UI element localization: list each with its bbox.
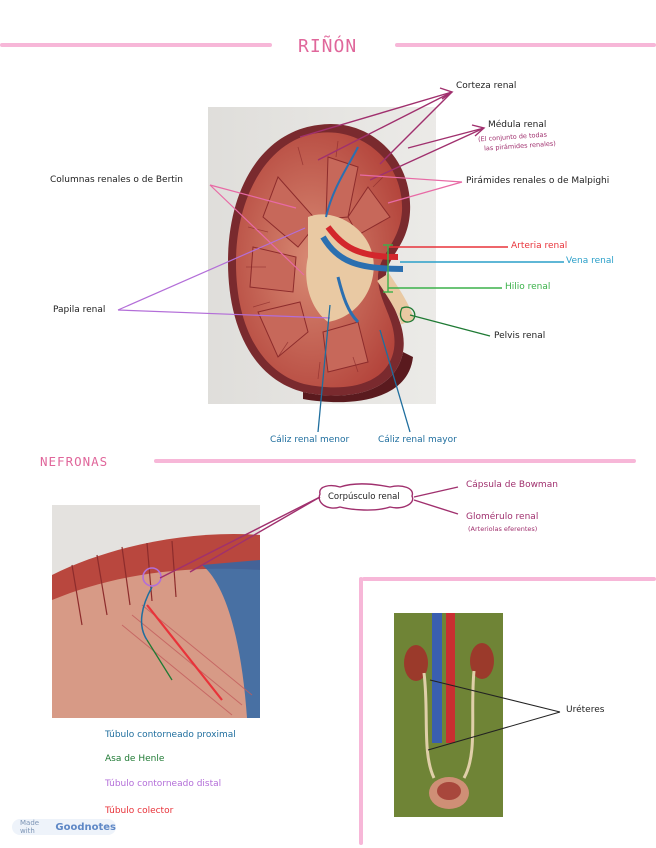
rinon-rule-left <box>0 43 272 47</box>
label-glomerulo-note: (Arteriolas eferentes) <box>468 525 538 533</box>
label-glomerulo-renal: Glomérulo renal <box>466 512 539 522</box>
rinon-rule-right <box>395 43 656 47</box>
kidney-model-photo <box>208 107 436 404</box>
page-title: RIÑÓN <box>298 36 358 57</box>
label-arteria-renal: Arteria renal <box>511 241 568 251</box>
label-vena-renal: Vena renal <box>566 256 614 266</box>
label-pelvis-renal: Pelvis renal <box>494 331 546 341</box>
label-columnas-renales: Columnas renales o de Bertin <box>50 175 184 185</box>
label-medula-renal: Médula renal <box>488 120 547 130</box>
nefronas-title: NEFRONAS <box>40 454 109 469</box>
label-capsula-bowman: Cápsula de Bowman <box>466 480 558 490</box>
label-asa-henle: Asa de Henle <box>105 754 165 764</box>
ureter-box-left-rule <box>359 577 363 845</box>
label-ureteres: Uréteres <box>566 705 605 715</box>
urinary-system-photo <box>394 613 503 817</box>
nephron-model-photo <box>52 505 260 718</box>
made-with-text: Made with <box>20 819 40 835</box>
label-tubulo-proximal: Túbulo contorneado proximal <box>105 730 236 740</box>
nefronas-rule <box>154 459 636 463</box>
label-hilio-renal: Hilio renal <box>505 282 551 292</box>
label-corteza-renal: Corteza renal <box>456 81 517 91</box>
goodnotes-badge: Made with Goodnotes <box>12 819 116 835</box>
ureter-box-top-rule <box>362 577 656 581</box>
goodnotes-brand: Goodnotes <box>55 821 116 833</box>
label-caliz-mayor: Cáliz renal mayor <box>378 435 457 445</box>
label-corpusculo-renal: Corpúsculo renal <box>328 492 400 502</box>
label-tubulo-colector: Túbulo colector <box>105 806 174 816</box>
label-tubulo-distal: Túbulo contorneado distal <box>105 779 222 789</box>
label-papila-renal: Papila renal <box>53 305 106 315</box>
label-caliz-menor: Cáliz renal menor <box>270 435 350 445</box>
label-piramides-renales: Pirámides renales o de Malpighi <box>466 176 610 186</box>
